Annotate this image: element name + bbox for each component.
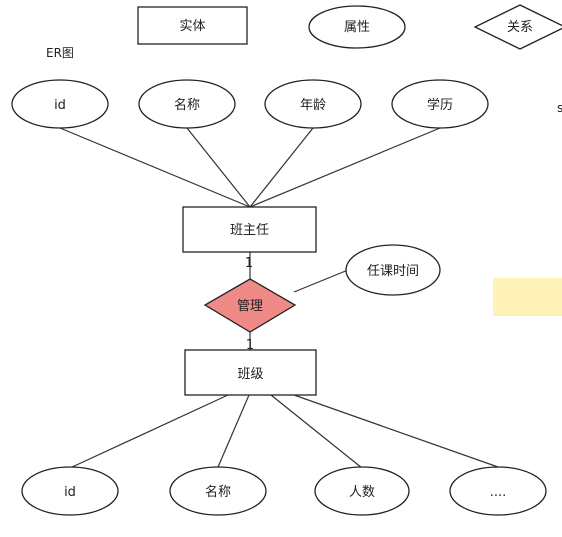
class-entity-label: 班级 [237,367,263,382]
class-attributes: id 名称 人数 .... [21,466,547,516]
relation-diamond [203,278,297,333]
relation-attr-time-label: 任课时间 [367,264,419,279]
teacher-attr-id-label: id [54,98,66,113]
class-attr-name-label: 名称 [205,484,231,500]
relation-label: 管理 [237,299,263,314]
teacher-attr-age [264,79,362,129]
class-attr-id-label: id [64,485,76,500]
yellow-note [493,278,562,316]
teacher-attr-name [138,79,236,129]
teacher-attributes: id 名称 年龄 学历 [11,79,489,129]
class-attr-more [449,466,547,516]
teacher-entity [182,206,317,253]
legend-relation-label: 关系 [507,20,533,35]
legend-entity-label: 实体 [179,19,205,34]
relation-attr-time [345,244,441,296]
relation-attribute-line [293,269,349,293]
class-attribute-lines [69,394,499,469]
partial-glyph: s [557,101,562,115]
teacher-attr-education-label: 学历 [427,97,453,113]
class-entity [184,349,317,396]
teacher-attr-education [391,79,489,129]
legend-attribute-label: 属性 [344,20,370,35]
cardinality-bottom: 1 [246,338,254,353]
legend-attribute-ellipse [308,5,406,49]
teacher-entity-label: 班主任 [230,223,269,238]
legend: 实体 属性 关系 [137,4,562,50]
diagram-title: ER图 [46,46,74,60]
class-attr-id [21,466,119,516]
teacher-attr-id [11,79,109,129]
class-attr-more-label: .... [490,485,507,500]
teacher-attribute-lines [59,127,441,208]
teacher-attr-age-label: 年龄 [300,98,326,113]
cardinality-top: 1 [245,256,253,271]
teacher-attr-name-label: 名称 [174,97,200,113]
legend-entity-box [137,6,248,45]
class-attr-count [314,466,410,516]
legend-relation-diamond [473,4,562,50]
class-attr-name [169,466,267,516]
class-attr-count-label: 人数 [349,485,375,500]
